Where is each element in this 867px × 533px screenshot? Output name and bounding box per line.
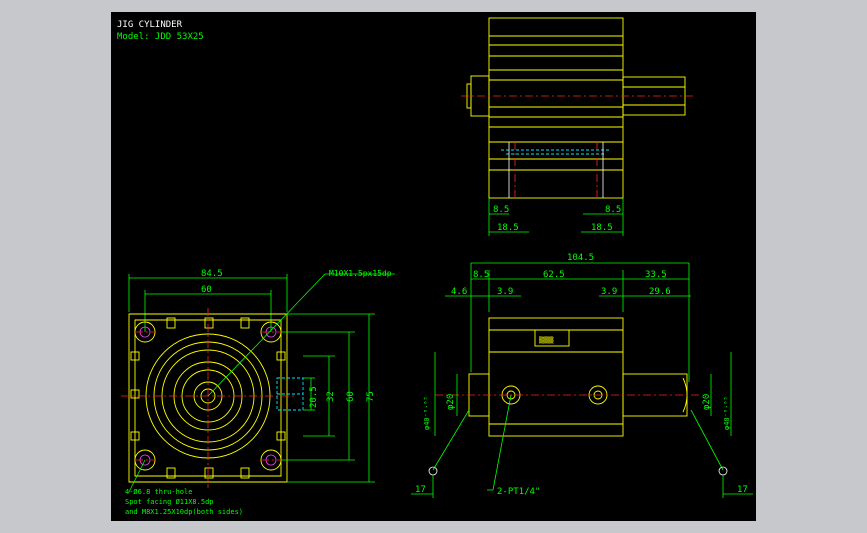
side-dim-17-left: 17 (415, 485, 426, 495)
side-dim-29-6: 29.6 (649, 287, 671, 297)
side-view: 104.5 8.5 62.5 33.5 4.6 3.9 3.9 29.6 (411, 253, 753, 498)
drawing-title: JIG CYLINDER (117, 20, 183, 30)
hole-note-3: and M8X1.25X10dp(both sides) (125, 508, 243, 516)
side-dim-62-5: 62.5 (543, 270, 565, 280)
hole-note-2: Spot facing Ø11X8.5dp (125, 498, 214, 506)
front-dim-32: 32 (326, 391, 336, 402)
side-dim-3-9-right: 3.9 (601, 287, 617, 297)
port-spec: 2-PT1/4" (497, 487, 540, 497)
side-dim-phi20-left: φ20 (446, 394, 456, 410)
side-dim-phi40-left: φ40⁻⁰·⁰⁵ (423, 396, 431, 430)
front-view: 84.5 60 (121, 269, 395, 516)
hole-note-1: 4-Ø6.8 thru-hole (125, 488, 192, 496)
front-dim-60: 60 (201, 285, 212, 295)
label-plate-text: ▒▒▒▒ (539, 336, 554, 344)
top-view: 8.5 18.5 8.5 18.5 (461, 17, 693, 236)
top-dim-right-1: 8.5 (605, 205, 621, 215)
side-dim-phi40-right: φ40⁻⁰·⁰⁵ (723, 396, 731, 430)
drawing-canvas: JIG CYLINDER Model: JDD 53X25 (111, 12, 756, 521)
front-dim-75: 75 (366, 391, 376, 402)
side-dim-33-5: 33.5 (645, 270, 667, 280)
model-label: Model: JDD 53X25 (117, 32, 204, 42)
thread-spec: M10X1.5px15dp (329, 269, 392, 278)
top-dim-left-2: 18.5 (497, 223, 519, 233)
top-dim-right-2: 18.5 (591, 223, 613, 233)
front-dim-60-v: 60 (346, 391, 356, 402)
front-dim-20-5: 20.5 (309, 386, 319, 408)
side-dim-phi20-right: φ20 (702, 394, 712, 410)
side-dim-4-6: 4.6 (451, 287, 467, 297)
side-dim-3-9-left: 3.9 (497, 287, 513, 297)
cad-drawing: JIG CYLINDER Model: JDD 53X25 (117, 17, 753, 516)
side-dim-17-right: 17 (737, 485, 748, 495)
front-dim-84-5: 84.5 (201, 269, 223, 279)
top-dim-left-1: 8.5 (493, 205, 509, 215)
side-dim-104-5: 104.5 (567, 253, 594, 263)
side-dim-8-5: 8.5 (473, 270, 489, 280)
